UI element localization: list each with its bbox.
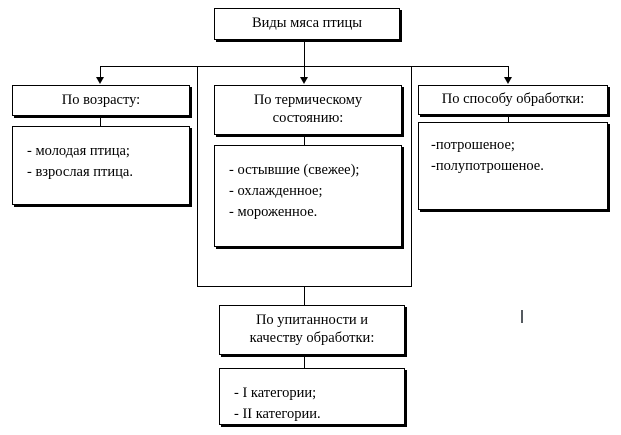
node-age-header: По возрасту:: [12, 85, 190, 116]
connector-thermal-header-to-body: [304, 137, 305, 145]
node-thermal-state-header-line-0: По термическому: [253, 92, 363, 109]
center-column-outline: [197, 66, 412, 287]
connector-fatness-header-to-body: [304, 357, 305, 368]
connector-root-stem: [304, 42, 305, 66]
node-thermal-state-header-text: По термическому состоянию:: [254, 92, 362, 127]
list-item: - остывшие (свежее);: [229, 162, 360, 178]
connector-processing-header-to-body: [508, 116, 509, 123]
node-age-header-line-0: По возрасту:: [61, 91, 141, 108]
connector-drop-left: [100, 66, 101, 78]
list-item: - охлажденное;: [229, 183, 323, 200]
node-thermal-state-header-line-1: состоянию:: [272, 110, 344, 126]
node-fatness-header-line-0: По упитанности и: [255, 312, 369, 329]
arrow-head-center-icon: [300, 77, 308, 84]
node-processing-method-items: -потрошеное; -полупотрошеное.: [418, 122, 608, 210]
list-item: - II категории.: [234, 406, 321, 423]
connector-drop-center: [304, 66, 305, 78]
arrow-head-left-icon: [96, 77, 104, 84]
node-processing-method-header: По способу обработки:: [418, 85, 608, 115]
arrow-head-right-icon: [504, 77, 512, 84]
connector-center-to-fatness: [304, 287, 305, 305]
node-fatness-header-text: По упитанности и качеству обработки:: [250, 312, 375, 347]
node-thermal-state-header: По термическому состоянию:: [214, 85, 402, 135]
list-item: - мороженное.: [229, 204, 318, 221]
list-item: -потрошеное;: [431, 137, 515, 153]
list-item: - взрослая птица.: [27, 164, 133, 181]
node-fatness-header: По упитанности и качеству обработки:: [219, 305, 405, 355]
list-item: - I категории;: [234, 385, 317, 401]
node-age-items: - молодая птица; - взрослая птица.: [12, 126, 190, 205]
node-thermal-state-items: - остывшие (свежее); - охлажденное; - мо…: [214, 145, 402, 247]
node-fatness-header-line-1: качеству обработки:: [249, 330, 375, 346]
node-fatness-items: - I категории; - II категории.: [219, 368, 405, 425]
node-processing-method-header-line-0: По способу обработки:: [441, 91, 585, 108]
connector-age-header-to-body: [100, 118, 101, 126]
node-root-title: Виды мяса птицы: [214, 8, 400, 40]
node-root-title-label: Виды мяса птицы: [251, 15, 363, 32]
connector-drop-right: [508, 66, 509, 78]
text-caret: [521, 310, 523, 323]
list-item: - молодая птица;: [27, 143, 130, 159]
list-item: -полупотрошеное.: [431, 158, 544, 175]
